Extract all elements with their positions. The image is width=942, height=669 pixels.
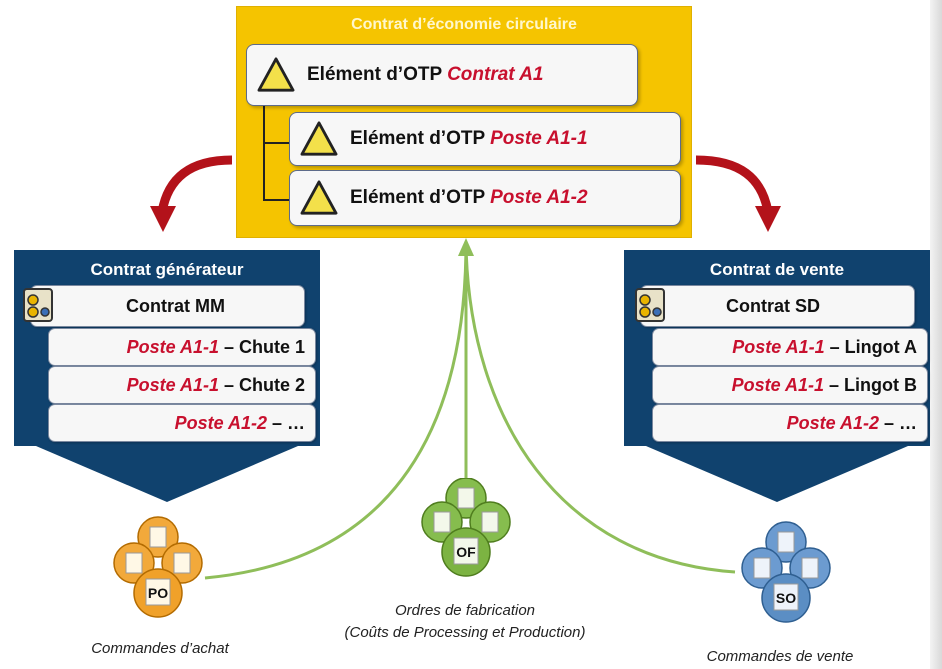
wbs-element-item: Elément d’OTP Poste A1-1 xyxy=(289,112,681,166)
contract-header: Contrat MM xyxy=(30,285,305,327)
purchase-orders-caption: Commandes d’achat xyxy=(91,640,229,657)
right-panel-title: Contrat de vente xyxy=(709,260,845,279)
contract-header-label: Contrat SD xyxy=(726,295,820,316)
warning-triangle-icon xyxy=(300,121,338,156)
production-order-cluster-icon: OF xyxy=(421,478,511,577)
sales-orders-caption: Commandes de vente xyxy=(706,648,854,665)
production-orders-caption-line1: Ordres de fabrication xyxy=(394,602,536,619)
left-panel-title: Contrat générateur xyxy=(90,260,244,279)
warning-triangle-icon xyxy=(300,180,338,215)
of-badge: OF xyxy=(456,544,476,560)
tree-branch xyxy=(263,199,289,201)
so-badge: SO xyxy=(776,590,796,606)
purchase-order-cluster-icon: PO xyxy=(113,516,203,618)
contract-document-icon xyxy=(635,288,665,322)
page-edge xyxy=(930,0,942,669)
tree-line xyxy=(263,96,265,200)
wbs-element-label: Elément d’OTP Poste A1-2 xyxy=(350,187,588,208)
tree-branch xyxy=(263,142,289,144)
contract-line-item: Poste A1-1 – Lingot B xyxy=(652,366,928,404)
red-arrow-left xyxy=(157,155,233,213)
contract-line-item: Poste A1-1 – Chute 1 xyxy=(48,328,316,366)
contract-header-label: Contrat MM xyxy=(126,295,225,316)
top-panel-title: Contrat d’économie circulaire xyxy=(351,16,577,33)
contract-line-item: Poste A1-1 – Lingot A xyxy=(652,328,928,366)
link-so-to-contract xyxy=(464,245,736,574)
contract-line-item: Poste A1-2 – … xyxy=(652,404,928,442)
green-arrowhead xyxy=(458,238,474,256)
wbs-element-item: Elément d’OTP Poste A1-2 xyxy=(289,170,681,226)
contract-line-item: Poste A1-1 – Chute 2 xyxy=(48,366,316,404)
wbs-element-label: Elément d’OTP Poste A1-1 xyxy=(350,128,588,149)
red-arrow-right xyxy=(695,155,773,213)
left-panel-chevron xyxy=(36,446,298,502)
sales-order-cluster-icon: SO xyxy=(741,521,831,623)
contract-header: Contrat SD xyxy=(640,285,915,327)
link-po-to-contract xyxy=(204,245,468,580)
po-badge: PO xyxy=(148,585,168,601)
red-arrowhead-left xyxy=(150,206,176,232)
contract-line-item: Poste A1-2 – … xyxy=(48,404,316,442)
warning-triangle-icon xyxy=(257,57,295,92)
production-orders-caption-line2: (Coûts de Processing et Production) xyxy=(344,624,586,641)
wbs-element-contract: Elément d’OTP Contrat A1 xyxy=(246,44,638,106)
wbs-element-label: Elément d’OTP Contrat A1 xyxy=(307,64,544,85)
contract-document-icon xyxy=(23,288,53,322)
red-arrowhead-right xyxy=(755,206,781,232)
right-panel-chevron xyxy=(646,446,908,502)
